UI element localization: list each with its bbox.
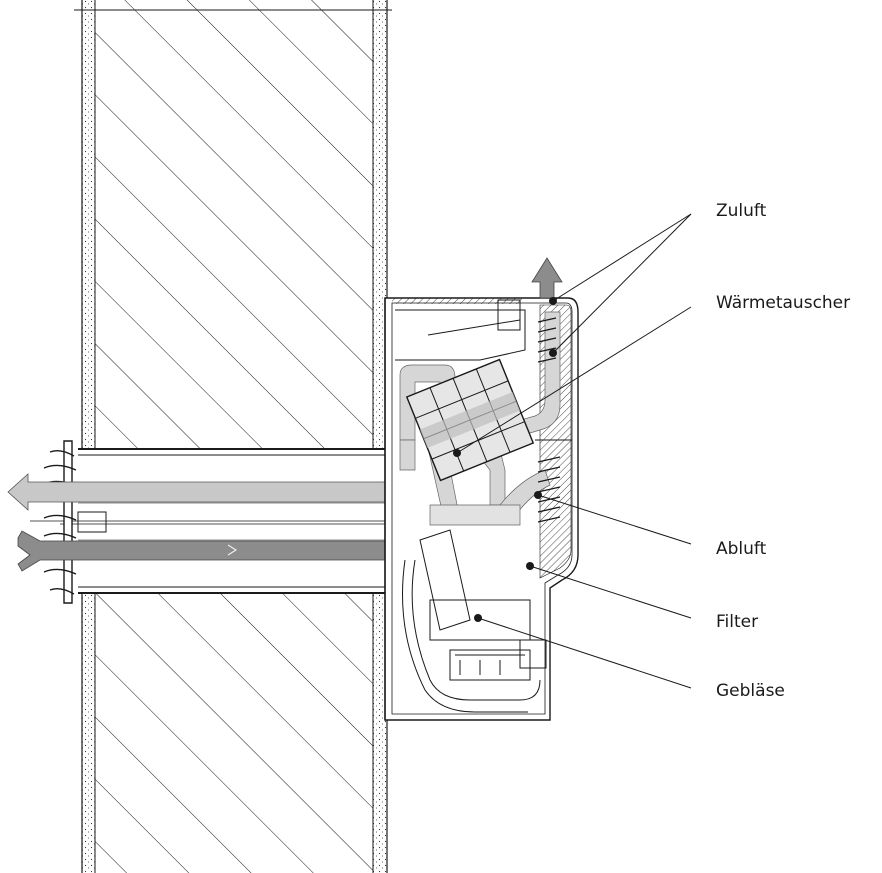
unit-internals [395,299,547,713]
wall-duct [30,448,395,594]
label-abluft: Abluft [716,539,767,559]
label-waermetauscher: Wärmetauscher [716,293,851,313]
label-filter: Filter [716,612,759,632]
leader-lines [456,213,692,689]
supply-air-arrow [531,257,563,299]
heat-exchanger [405,358,535,482]
wall [74,0,392,873]
intake-louvres [537,317,561,523]
label-zuluft: Zuluft [716,201,767,221]
label-geblaese: Gebläse [716,681,785,701]
